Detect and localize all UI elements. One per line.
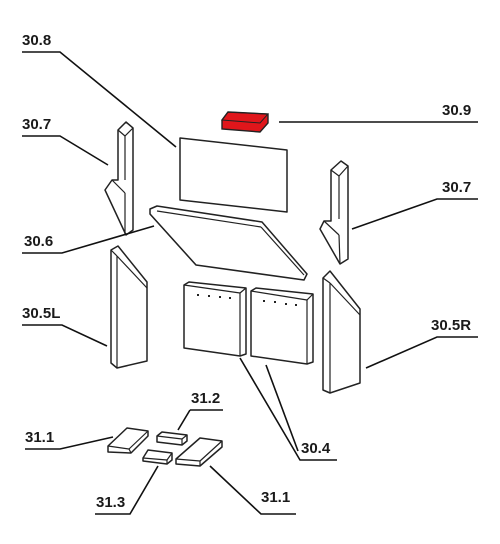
label-31-3: 31.3 xyxy=(96,494,125,511)
part-31-1-right-small-brick xyxy=(175,437,223,467)
label-30-5L: 30.5L xyxy=(22,305,60,322)
part-30-5L-left-side-wall xyxy=(110,245,148,369)
label-30-6: 30.6 xyxy=(24,233,53,250)
label-31-2: 31.2 xyxy=(191,390,220,407)
part-30-7-left-side-piece xyxy=(104,121,134,236)
part-31-1-left-small-brick xyxy=(107,427,149,454)
label-30-7-right: 30.7 xyxy=(442,179,471,196)
part-30-8-back-panel xyxy=(179,137,288,213)
part-31-3-small-brick xyxy=(142,449,173,465)
label-30-7-left: 30.7 xyxy=(22,116,51,133)
label-31-1-left: 31.1 xyxy=(25,429,54,446)
part-31-2-small-brick xyxy=(156,431,188,446)
label-30-8: 30.8 xyxy=(22,32,51,49)
label-30-4: 30.4 xyxy=(301,440,331,457)
part-30-4-back-bricks xyxy=(183,281,314,365)
part-30-5R-right-side-wall xyxy=(322,270,361,394)
part-30-6-baffle-plate xyxy=(149,205,308,281)
part-30-7-right-side-piece xyxy=(319,160,349,265)
part-30-9-top-brick xyxy=(221,111,270,133)
label-31-1-right: 31.1 xyxy=(261,489,290,506)
label-30-9: 30.9 xyxy=(442,102,471,119)
label-30-5R: 30.5R xyxy=(431,317,471,334)
leader-lines xyxy=(22,51,478,515)
